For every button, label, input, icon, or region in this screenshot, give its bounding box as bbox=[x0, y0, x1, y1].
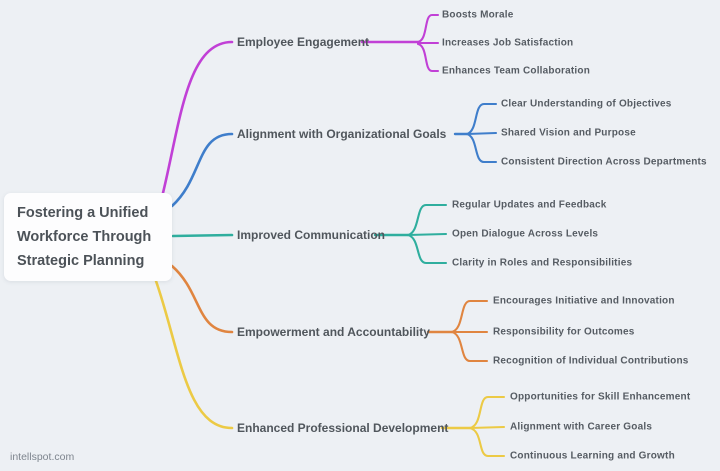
leaf-label-increases-job-satisfaction: Increases Job Satisfaction bbox=[442, 37, 574, 49]
leaf-connector bbox=[406, 232, 448, 237]
leaf-connector bbox=[468, 395, 506, 430]
branch-professional-development-connectors bbox=[154, 279, 506, 458]
leaf-label-encourages-initiative-and-innovation: Encourages Initiative and Innovation bbox=[493, 295, 675, 307]
leaf-connector bbox=[465, 131, 498, 136]
leaf-connector bbox=[416, 13, 440, 44]
branch-curve bbox=[170, 132, 234, 208]
leaf-label-enhances-team-collaboration: Enhances Team Collaboration bbox=[442, 65, 591, 77]
leaf-label-boosts-morale: Boosts Morale bbox=[442, 9, 514, 21]
root-node-label: Fostering a Unified Workforce Through St… bbox=[17, 205, 152, 269]
leaf-label-consistent-direction-across-departments: Consistent Direction Across Departments bbox=[501, 156, 707, 168]
leaf-connector bbox=[406, 203, 448, 237]
root-node: Fostering a Unified Workforce Through St… bbox=[4, 193, 172, 281]
leaf-label-clear-understanding-of-objectives: Clear Understanding of Objectives bbox=[501, 98, 672, 110]
branch-label-empowerment-and-accountability: Empowerment and Accountability bbox=[237, 325, 430, 339]
branch-employee-engagement-connectors bbox=[160, 13, 440, 199]
leaf-label-clarity-in-roles-and-responsibilities: Clarity in Roles and Responsibilities bbox=[452, 257, 633, 269]
branch-curve bbox=[160, 40, 234, 199]
branch-empowerment-connectors bbox=[170, 264, 489, 363]
leaf-connector bbox=[450, 330, 489, 363]
branch-label-employee-engagement: Employee Engagement bbox=[237, 35, 370, 49]
leaf-label-recognition-of-individual-contributions: Recognition of Individual Contributions bbox=[493, 355, 689, 367]
leaf-label-opportunities-for-skill-enhancement: Opportunities for Skill Enhancement bbox=[510, 391, 691, 403]
watermark-text: intellspot.com bbox=[10, 451, 75, 463]
leaf-label-alignment-with-career-goals: Alignment with Career Goals bbox=[510, 421, 653, 433]
leaf-connector bbox=[465, 102, 498, 136]
leaf-label-shared-vision-and-purpose: Shared Vision and Purpose bbox=[501, 127, 636, 139]
leaf-label-responsibility-for-outcomes: Responsibility for Outcomes bbox=[493, 326, 635, 338]
leaf-connector bbox=[416, 42, 440, 73]
branch-label-enhanced-professional-development: Enhanced Professional Development bbox=[237, 421, 449, 435]
leaf-connector bbox=[468, 425, 506, 430]
leaf-connector bbox=[465, 132, 498, 164]
branch-alignment-goals-connectors bbox=[170, 102, 498, 208]
leaf-label-regular-updates-and-feedback: Regular Updates and Feedback bbox=[452, 199, 607, 211]
leaf-connector bbox=[468, 426, 506, 458]
branch-curve bbox=[171, 233, 234, 238]
branch-improved-communication-connectors bbox=[171, 203, 448, 265]
leaf-connector bbox=[450, 299, 489, 334]
branch-label-improved-communication: Improved Communication bbox=[237, 228, 386, 242]
branch-curve bbox=[170, 264, 234, 334]
leaf-label-open-dialogue-across-levels: Open Dialogue Across Levels bbox=[452, 228, 599, 240]
leaf-connector bbox=[406, 233, 448, 265]
branch-label-alignment-with-organizational-goals: Alignment with Organizational Goals bbox=[237, 127, 447, 141]
branch-curve bbox=[154, 279, 234, 430]
leaf-label-continuous-learning-and-growth: Continuous Learning and Growth bbox=[510, 450, 675, 462]
